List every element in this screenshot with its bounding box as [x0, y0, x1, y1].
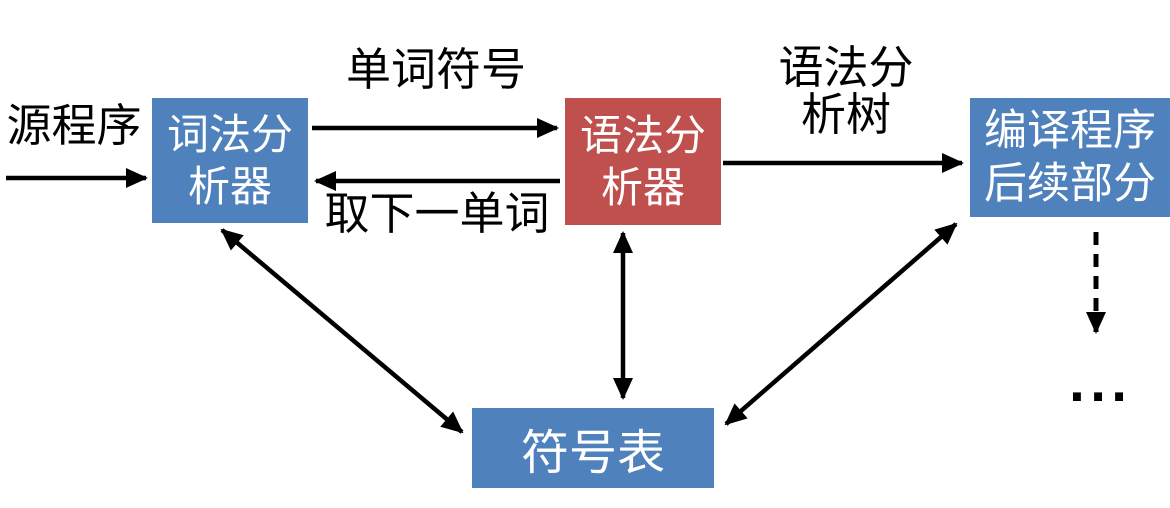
source-program-text: 源程序	[6, 99, 142, 152]
parser-box: 语法分 析器	[565, 98, 721, 225]
symbol-table-label: 符号表	[520, 425, 665, 481]
get-next-word-text: 取下一单词	[324, 187, 550, 240]
lexer-box-label: 词法分 析器	[166, 109, 293, 211]
tokens-arrow-label: 单词符号	[326, 46, 546, 93]
continuation-ellipsis: ...	[1068, 359, 1132, 412]
tokens-text: 单词符号	[345, 43, 526, 96]
backend-box: 编译程序 后续部分	[970, 98, 1170, 217]
symbol-table-box: 符号表	[472, 408, 714, 488]
arrow-backend-symtab-bidirectional	[724, 222, 958, 426]
parser-box-label: 语法分 析器	[579, 110, 706, 212]
parse-tree-arrow-label: 语法分 析树	[778, 41, 914, 141]
lexer-box: 词法分 析器	[152, 98, 308, 223]
get-next-word-arrow-label: 取下一单词	[312, 190, 562, 237]
backend-box-label: 编译程序 后续部分	[984, 105, 1156, 209]
arrow-lexer-symtab-bidirectional	[220, 228, 464, 434]
source-program-label: 源程序	[0, 102, 148, 149]
